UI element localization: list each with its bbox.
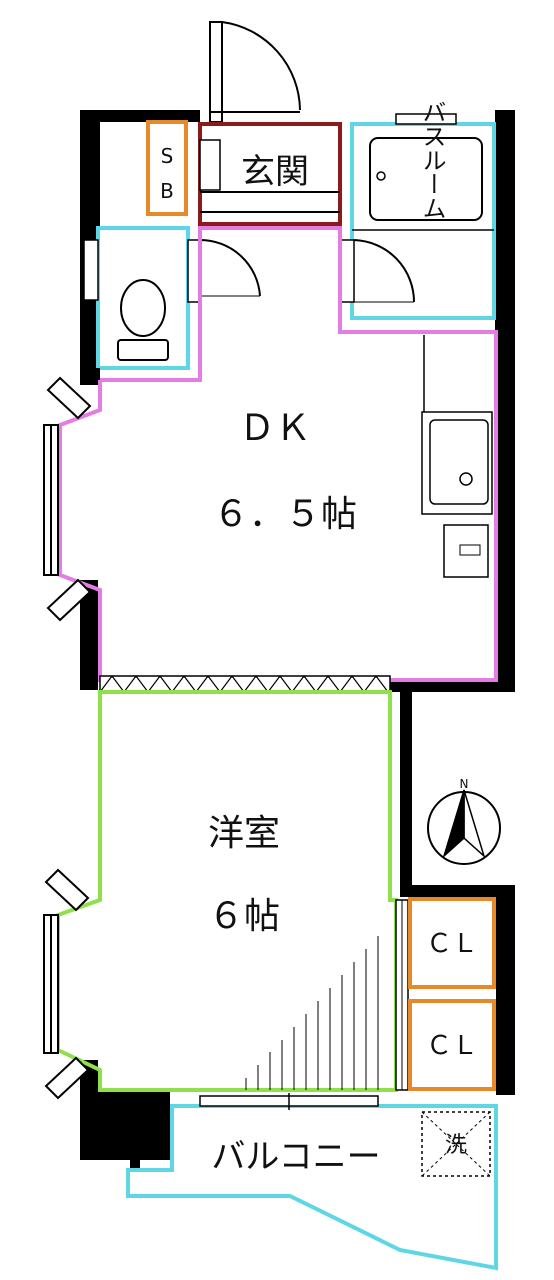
compass-icon: N (427, 777, 501, 865)
dk-window (43, 376, 92, 622)
toilet-icon (120, 279, 166, 337)
sliding-partition (99, 675, 391, 693)
sb-label-top: S (161, 144, 174, 168)
balcony-label: バルコニー (211, 1137, 380, 1177)
dk-size: ６．５帖 (213, 494, 357, 535)
washer-label: 洗 (445, 1133, 467, 1158)
bathroom: バスルーム (339, 100, 496, 320)
sliding-door-hatch (245, 936, 379, 1090)
kitchen-counter (421, 411, 493, 515)
western-name: 洋室 (208, 813, 280, 854)
dk-room: ＤＫ ６．５帖 (58, 226, 498, 682)
balcony: バルコニー 洗 (126, 1093, 498, 1271)
dk-name: ＤＫ (239, 408, 311, 449)
entrance-label: 玄関 (241, 152, 309, 192)
sb-label-bottom: B (160, 179, 174, 203)
western-size: ６帖 (208, 896, 280, 937)
closet-2: ＣＬ (408, 999, 496, 1091)
compass-north: N (460, 777, 469, 791)
stove-icon (443, 524, 489, 578)
outer-walls (80, 110, 515, 1170)
entrance-door (209, 21, 301, 123)
closet2-label: ＣＬ (426, 1031, 478, 1061)
closet1-label: ＣＬ (426, 929, 478, 959)
bath-label: バスルーム (418, 100, 446, 220)
toilet-room (83, 226, 261, 370)
sink-icon (429, 419, 489, 505)
western-window (43, 868, 90, 1100)
closet-1: ＣＬ (408, 897, 496, 989)
entrance-area: 玄関 (198, 122, 342, 226)
sb-storage: S B (146, 120, 188, 216)
western-room: 洋室 ６帖 (56, 690, 409, 1092)
